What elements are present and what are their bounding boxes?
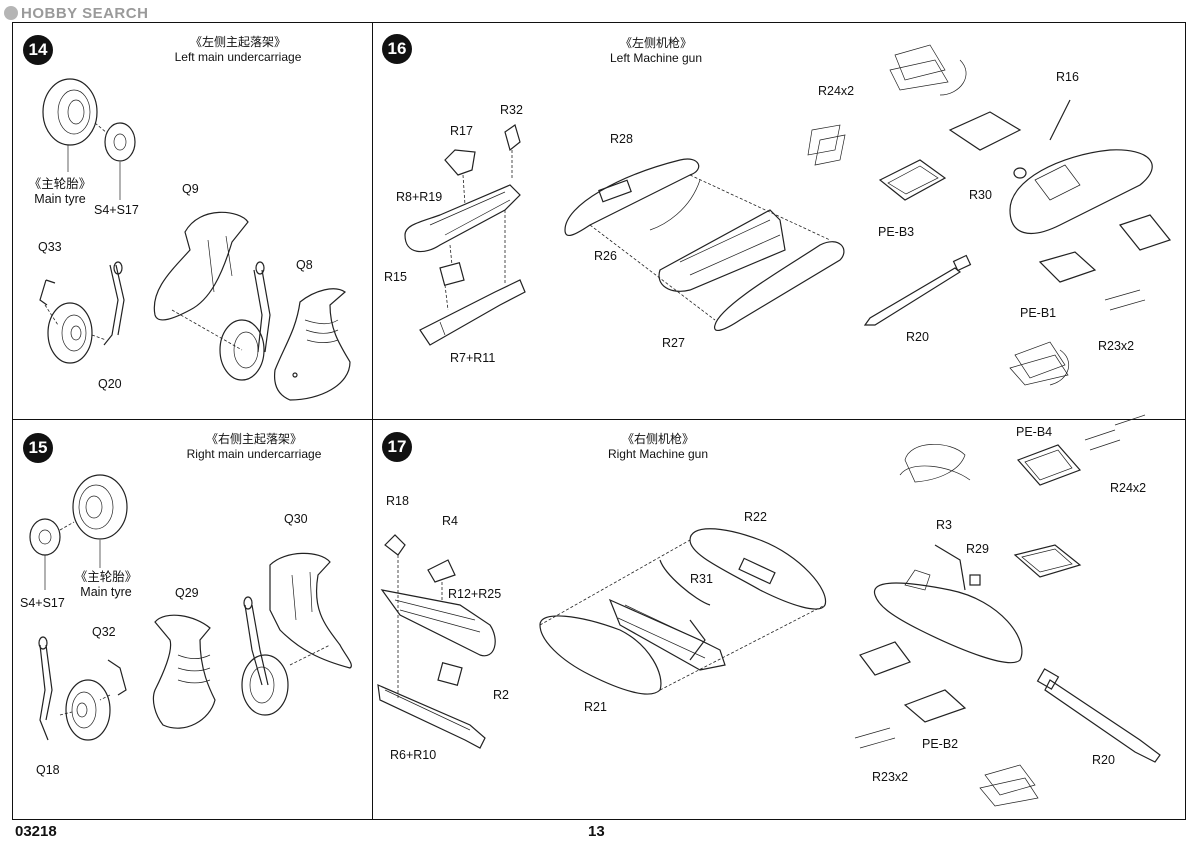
- step-14-main-tyre-label: 《主轮胎》 Main tyre: [28, 177, 92, 206]
- part-label-r3: R3: [936, 518, 952, 532]
- part-label-r18: R18: [386, 494, 409, 508]
- panel-divider-vertical: [372, 22, 373, 820]
- step-17-badge: 17: [382, 432, 412, 462]
- part-label-r29: R29: [966, 542, 989, 556]
- step15-art: [29, 474, 352, 741]
- part-label-q20: Q20: [98, 377, 122, 391]
- part-label-r24x2: R24x2: [818, 84, 855, 98]
- part-label-r4: R4: [442, 514, 458, 528]
- part-label-q8: Q8: [296, 258, 313, 272]
- hobby-search-logo-icon: [4, 6, 18, 20]
- part-label-q30: Q30: [284, 512, 308, 526]
- part-label-pe-b4: PE-B4: [1016, 425, 1053, 439]
- part-label-r27: R27: [662, 336, 685, 350]
- part-label-q33: Q33: [38, 240, 62, 254]
- step-16-title-cn: 《左侧机枪》: [619, 36, 692, 50]
- step17-art: [377, 414, 1161, 807]
- part-label-pe-b3: PE-B3: [878, 225, 915, 239]
- part-label-r16: R16: [1056, 70, 1079, 84]
- part-label-s4-s17: S4+S17: [94, 203, 139, 217]
- step-15-main-tyre-label: 《主轮胎》 Main tyre: [74, 570, 138, 599]
- part-label-r2: R2: [493, 688, 509, 702]
- part-label-r8-r19: R8+R19: [396, 190, 443, 204]
- part-label-r24x2-right: R24x2: [1110, 481, 1147, 495]
- step-17-title-cn: 《右侧机枪》: [621, 432, 694, 446]
- watermark: HOBBY SEARCH: [4, 5, 148, 22]
- step-14-badge: 14: [23, 35, 53, 65]
- step-14-title: 《左侧主起落架》 Left main undercarriage: [108, 35, 368, 65]
- part-label-q32: Q32: [92, 625, 116, 639]
- step-14-title-cn: 《左侧主起落架》: [189, 35, 286, 49]
- part-label-r31: R31: [690, 572, 713, 586]
- part-label-q29: Q29: [175, 586, 199, 600]
- part-label-r7-r11: R7+R11: [450, 351, 496, 365]
- part-label-r23x2-right: R23x2: [872, 770, 909, 784]
- part-label-pe-b2: PE-B2: [922, 737, 959, 751]
- page-number: 13: [588, 823, 605, 840]
- part-label-r12-r25: R12+R25: [448, 587, 502, 601]
- part-label-r32: R32: [500, 103, 523, 117]
- step-15-title-en: Right main undercarriage: [186, 447, 322, 461]
- step-16-title: 《左侧机枪》 Left Machine gun: [526, 36, 786, 66]
- step-17-title: 《右侧机枪》 Right Machine gun: [528, 432, 788, 462]
- part-label-q18: Q18: [36, 763, 60, 777]
- step-16-badge: 16: [382, 34, 412, 64]
- panel-divider-horizontal: [12, 419, 1186, 420]
- part-label-r26: R26: [594, 249, 617, 263]
- step-16-title-en: Left Machine gun: [609, 51, 703, 65]
- step-15-title-cn: 《右侧主起落架》: [205, 432, 302, 446]
- part-label-s4-s17-right: S4+S17: [20, 596, 65, 610]
- instruction-frame: [12, 22, 1186, 820]
- part-label-q9: Q9: [182, 182, 199, 196]
- kit-number: 03218: [15, 823, 57, 840]
- part-label-r21: R21: [584, 700, 607, 714]
- part-label-r17: R17: [450, 124, 473, 138]
- step-15-badge: 15: [23, 433, 53, 463]
- part-label-r20: R20: [906, 330, 929, 344]
- part-label-r28: R28: [610, 132, 633, 146]
- part-label-r30: R30: [969, 188, 992, 202]
- step-15-title: 《右侧主起落架》 Right main undercarriage: [124, 432, 384, 462]
- part-label-r15: R15: [384, 270, 407, 284]
- step16-art: [404, 44, 1172, 386]
- part-label-r6-r10: R6+R10: [390, 748, 437, 762]
- part-label-r22: R22: [744, 510, 767, 524]
- step14-art: [39, 78, 351, 401]
- part-label-pe-b1: PE-B1: [1020, 306, 1057, 320]
- part-label-r23x2: R23x2: [1098, 339, 1135, 353]
- step-14-title-en: Left main undercarriage: [174, 50, 302, 64]
- step-17-title-en: Right Machine gun: [607, 447, 709, 461]
- part-label-r20-right: R20: [1092, 753, 1115, 767]
